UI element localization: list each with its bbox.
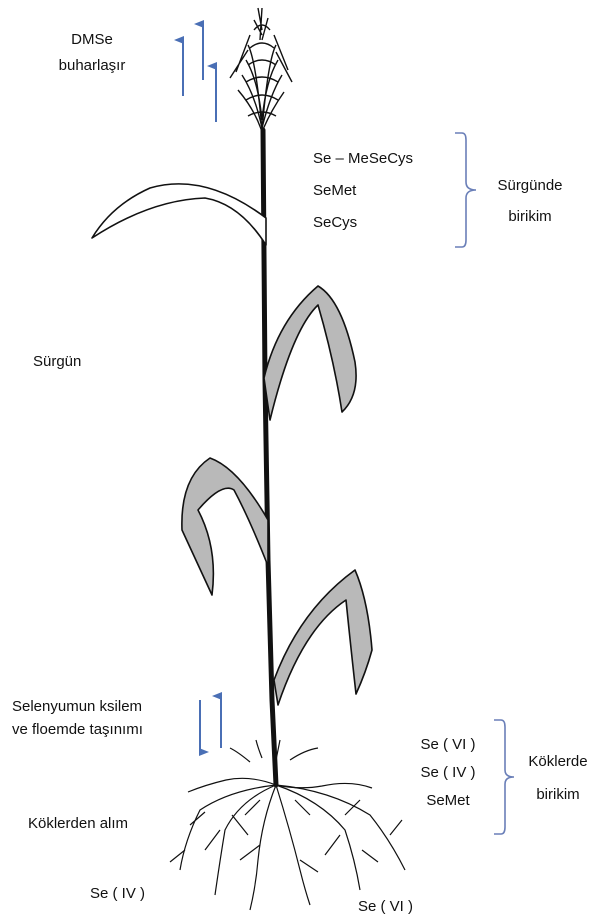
root-accum-line2: birikim bbox=[518, 785, 598, 805]
shoot-form-item: Se – MeSeCys bbox=[313, 143, 413, 175]
dmse-label: DMSe buharlaşır bbox=[44, 30, 140, 76]
leaves bbox=[92, 184, 372, 705]
soil-se-iv-label: Se ( IV ) bbox=[90, 884, 145, 904]
shoot-accumulation-bracket bbox=[455, 133, 476, 247]
shoot-forms: Se – MeSeCys SeMet SeCys bbox=[313, 143, 413, 239]
shoot-accumulation-label: Sürgünde birikim bbox=[484, 176, 576, 227]
root-form-item: Se ( IV ) bbox=[402, 759, 494, 787]
root-forms: Se ( VI ) Se ( IV ) SeMet bbox=[402, 731, 494, 815]
roots bbox=[170, 740, 405, 910]
root-accum-line1: Köklerde bbox=[518, 752, 598, 772]
shoot-accum-line1: Sürgünde bbox=[484, 176, 576, 196]
volatilization-arrows bbox=[183, 24, 216, 122]
transport-line2: ve floemde taşınımı bbox=[12, 720, 143, 740]
dmse-line1: DMSe bbox=[44, 30, 140, 50]
transport-arrows bbox=[200, 696, 221, 752]
shoot-form-item: SeMet bbox=[313, 175, 413, 207]
shoot-label: Sürgün bbox=[33, 352, 81, 372]
transport-label: Selenyumun ksilem ve floemde taşınımı bbox=[12, 697, 143, 740]
transport-line1: Selenyumun ksilem bbox=[12, 697, 143, 717]
shoot-form-item: SeCys bbox=[313, 207, 413, 239]
soil-se-vi-label: Se ( VI ) bbox=[358, 897, 413, 917]
wheat-ear bbox=[230, 8, 292, 132]
root-accumulation-label: Köklerde birikim bbox=[518, 752, 598, 805]
shoot-accum-line2: birikim bbox=[484, 207, 576, 227]
root-accumulation-bracket bbox=[494, 720, 514, 834]
root-uptake-label: Köklerden alım bbox=[28, 814, 128, 834]
root-form-item: SeMet bbox=[402, 787, 494, 815]
dmse-line2: buharlaşır bbox=[44, 56, 140, 76]
root-form-item: Se ( VI ) bbox=[402, 731, 494, 759]
